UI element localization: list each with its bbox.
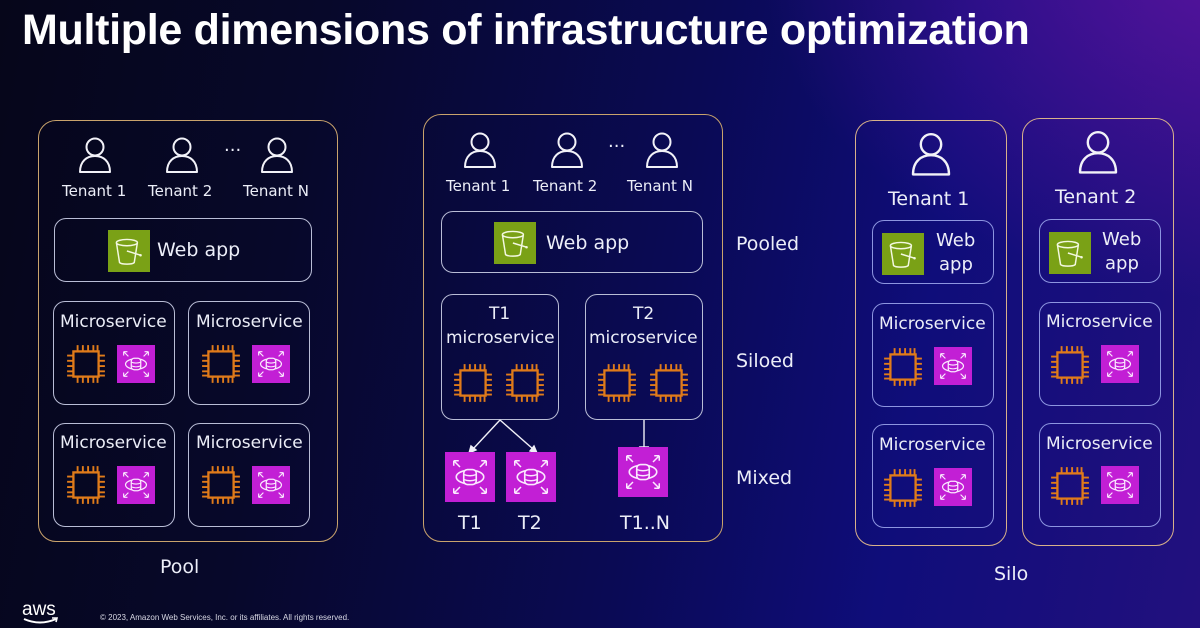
tenant-label: Tenant N: [243, 182, 309, 200]
database-icon: [934, 347, 972, 385]
database-icon: [1101, 345, 1139, 383]
web-app-label: Web: [936, 230, 976, 251]
pool-container: [38, 120, 338, 542]
compute-chip-icon: [200, 464, 242, 506]
bucket-icon: [108, 230, 150, 272]
compute-chip-icon: [1049, 344, 1091, 386]
tenant-label: Tenant 2: [148, 182, 213, 200]
database-tenant-label: T1..N: [620, 512, 670, 534]
database-icon: [117, 345, 155, 383]
bucket-icon: [882, 233, 924, 275]
web-app-label: app: [1105, 253, 1139, 274]
microservice-label: Microservice: [1046, 434, 1153, 454]
microservice-box: [188, 423, 310, 527]
silo-tenant-1-container: [855, 120, 1007, 546]
aws-logo: aws: [22, 600, 62, 625]
service-type-label: microservice: [446, 328, 555, 348]
database-icon: [117, 466, 155, 504]
tenant-label: Tenant 1: [446, 177, 511, 195]
web-app-label: Web app: [157, 239, 241, 261]
web-app-box: [54, 218, 312, 282]
t2-microservice-box: [585, 294, 703, 420]
compute-chip-icon: [1049, 465, 1091, 507]
bucket-icon: [1049, 232, 1091, 274]
tier-label-mixed: Mixed: [736, 467, 793, 489]
database-tenant-label: T2: [518, 512, 542, 534]
web-app-label: app: [939, 254, 973, 275]
slide-title: Multiple dimensions of infrastructure op…: [22, 6, 1030, 54]
microservice-label: Microservice: [879, 314, 986, 334]
tenant-label: Tenant 2: [1055, 186, 1137, 208]
database-icon: [618, 447, 668, 497]
user-icon: [642, 130, 682, 170]
microservice-label: Microservice: [1046, 312, 1153, 332]
tier-label-siloed: Siloed: [736, 350, 794, 372]
microservice-box: [53, 301, 175, 405]
user-icon: [1074, 128, 1122, 176]
aws-smile-icon: [23, 617, 59, 624]
database-icon: [934, 468, 972, 506]
database-icon: [445, 452, 495, 502]
microservice-label: Microservice: [196, 312, 303, 332]
web-app-box: [1039, 219, 1161, 283]
microservice-box: [872, 303, 994, 407]
web-app-label: Web app: [546, 232, 630, 254]
database-icon: [506, 452, 556, 502]
pool-caption: Pool: [160, 556, 200, 578]
service-type-label: microservice: [589, 328, 698, 348]
user-icon: [257, 135, 297, 175]
user-icon: [460, 130, 500, 170]
database-icon: [1101, 466, 1139, 504]
service-tenant-label: T2: [633, 304, 655, 324]
compute-chip-icon: [882, 346, 924, 388]
user-icon: [547, 130, 587, 170]
database-icon: [252, 345, 290, 383]
microservice-box: [188, 301, 310, 405]
compute-chip-icon: [648, 362, 690, 404]
microservice-label: Microservice: [60, 433, 167, 453]
tenant-label: Tenant 2: [533, 177, 598, 195]
microservice-label: Microservice: [879, 435, 986, 455]
silo-caption: Silo: [994, 563, 1029, 585]
web-app-box: [441, 211, 703, 273]
microservice-label: Microservice: [196, 433, 303, 453]
user-icon: [75, 135, 115, 175]
microservice-box: [1039, 423, 1161, 527]
aws-logo-text: aws: [22, 599, 56, 620]
user-icon: [907, 130, 955, 178]
tier-label-pooled: Pooled: [736, 233, 800, 255]
database-icon: [252, 466, 290, 504]
compute-chip-icon: [504, 362, 546, 404]
microservice-box: [53, 423, 175, 527]
compute-chip-icon: [596, 362, 638, 404]
compute-chip-icon: [452, 362, 494, 404]
mixed-container: [423, 114, 723, 542]
microservice-box: [872, 424, 994, 528]
compute-chip-icon: [200, 343, 242, 385]
ellipsis: ···: [224, 140, 242, 161]
tenant-label: Tenant 1: [888, 188, 970, 210]
silo-tenant-2-container: [1022, 118, 1174, 546]
service-tenant-label: T1: [489, 304, 511, 324]
web-app-label: Web: [1102, 229, 1142, 250]
microservice-box: [1039, 302, 1161, 406]
compute-chip-icon: [65, 343, 107, 385]
compute-chip-icon: [882, 467, 924, 509]
bucket-icon: [494, 222, 536, 264]
microservice-label: Microservice: [60, 312, 167, 332]
compute-chip-icon: [65, 464, 107, 506]
user-icon: [162, 135, 202, 175]
ellipsis: ···: [608, 136, 626, 157]
database-tenant-label: T1: [458, 512, 482, 534]
t1-microservice-box: [441, 294, 559, 420]
tenant-label: Tenant N: [627, 177, 693, 195]
copyright-notice: © 2023, Amazon Web Services, Inc. or its…: [100, 613, 350, 622]
tenant-label: Tenant 1: [62, 182, 127, 200]
web-app-box: [872, 220, 994, 284]
